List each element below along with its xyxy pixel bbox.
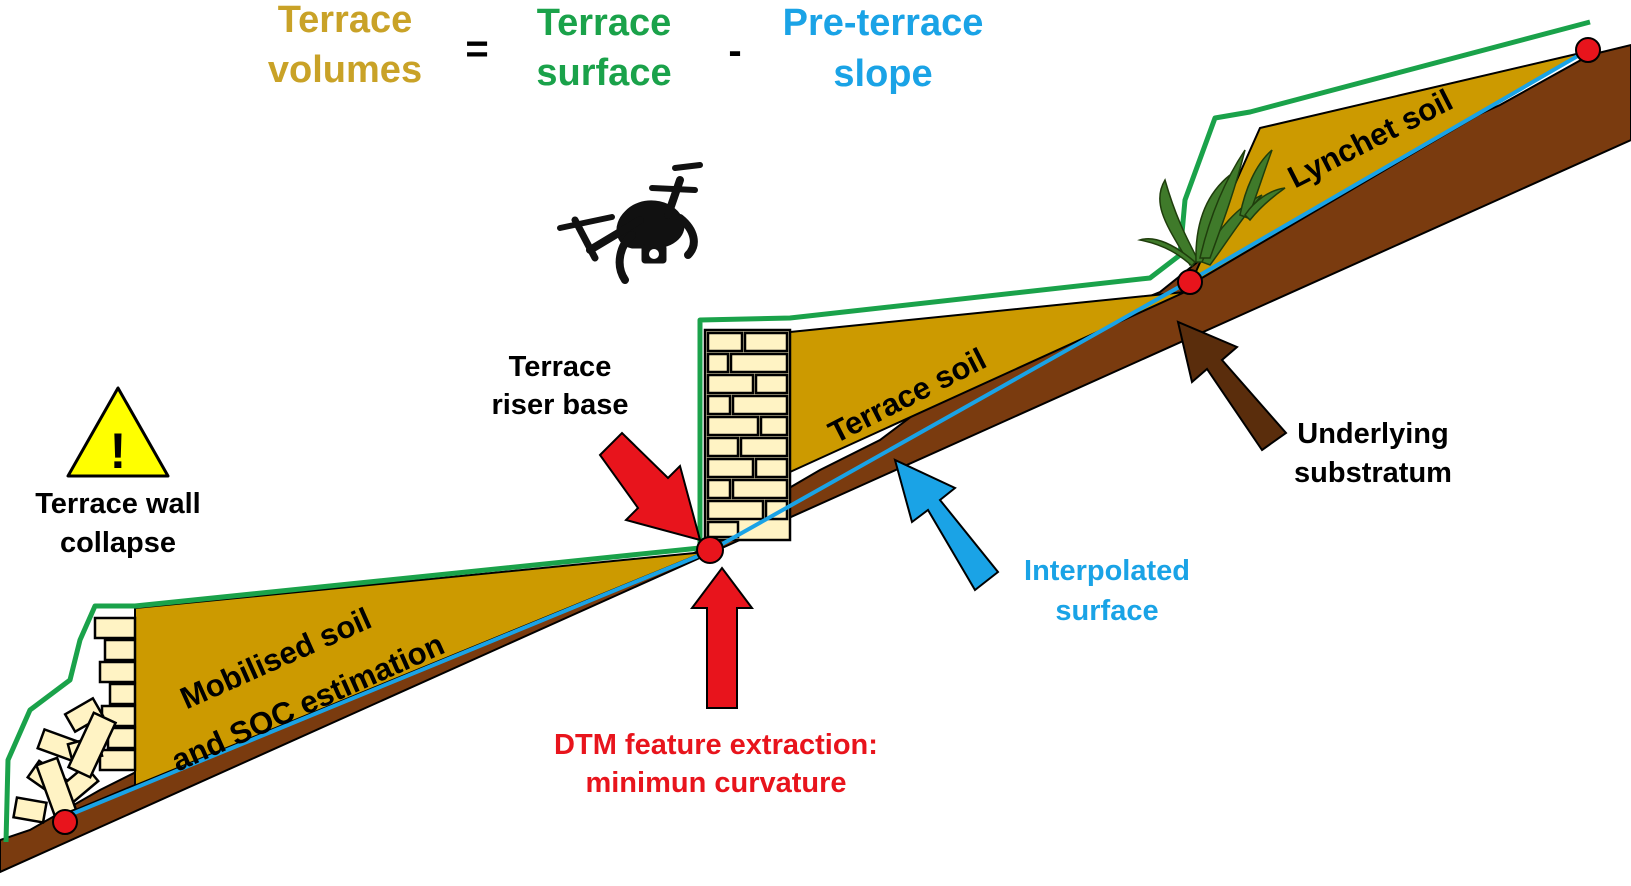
interpolated-surface-label-line1: Interpolated [1024,555,1190,587]
riser-base-point-top [1575,37,1601,63]
equals-sign: = [465,27,488,71]
substratum-arrow [1176,320,1288,452]
wall-collapse-label-line2: collapse [60,527,176,559]
interpolated-surface-line [61,48,1590,820]
drone-icon [557,162,703,284]
dtm-label-line1: DTM feature extraction: [554,729,878,761]
riser-base-arrow [598,431,702,542]
terrace-surface-line [3,19,1591,843]
substratum-label-line2: substratum [1294,457,1452,489]
terrace-volumes-line1: Terrace [278,0,413,41]
terrace-surface-line2: surface [536,52,671,94]
terrace-volumes-line2: volumes [268,49,422,91]
dtm-label-line2: minimun curvature [585,767,846,799]
wall-collapse-label-line1: Terrace wall [35,488,201,520]
riser-base-label-line1: Terrace [509,351,612,383]
pre-terrace-slope-line1: Pre-terrace [783,2,984,44]
riser-base-point-middle [696,536,724,564]
terrace-surface-line1: Terrace [537,2,672,44]
minus-sign: - [728,29,741,73]
terrace-wall [703,328,792,542]
riser-base-label-line2: riser base [491,389,628,421]
interpolated-surface-label-line2: surface [1055,595,1158,627]
riser-base-point-upper [1177,269,1203,295]
collapsed-wall [12,616,137,824]
dtm-arrow [690,566,754,709]
substratum-label-line1: Underlying [1297,418,1448,450]
warning-symbol: ! [110,423,127,479]
riser-base-point-bottom [52,809,78,835]
warning-triangle-icon: ! [66,386,170,479]
interpolated-surface-arrow [893,458,1000,592]
pre-terrace-slope-line2: slope [833,53,932,95]
grass-icon [1137,149,1286,268]
